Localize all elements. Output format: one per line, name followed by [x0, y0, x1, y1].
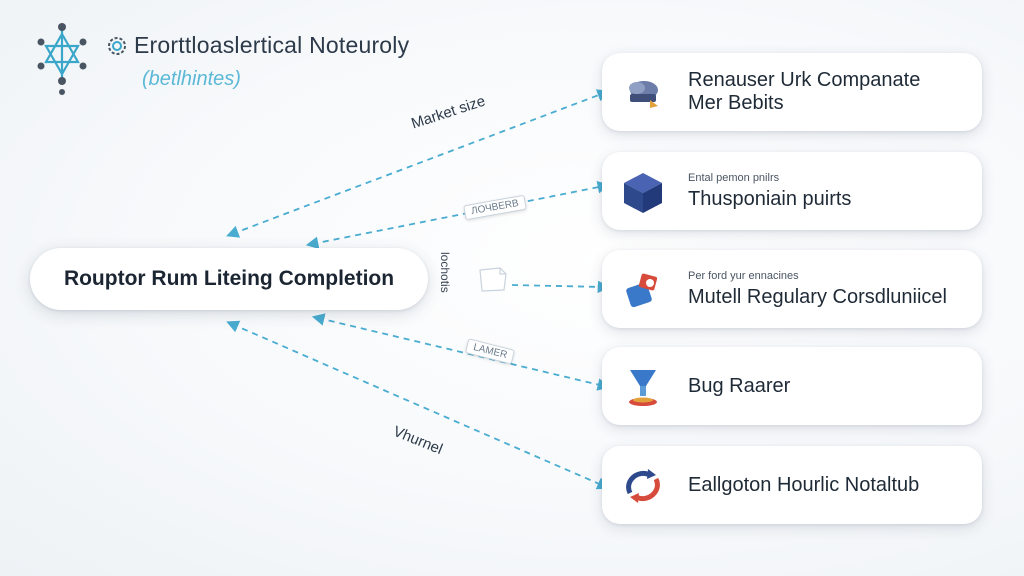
network-star-icon: [37, 23, 87, 95]
card-2[interactable]: Ental pemon pnilrs Thusponiain puirts: [602, 152, 982, 230]
card-2-text: Ental pemon pnilrs Thusponiain puirts: [688, 152, 851, 230]
card-3-caption: Per ford yur ennacines: [688, 269, 799, 282]
edge-center-card4: [311, 313, 611, 391]
page-subtitle: (betlhintes): [142, 68, 241, 90]
cube-icon: [624, 173, 662, 213]
card-3-line-1: Mutell Regulary Corsdluniicel: [688, 285, 947, 308]
edge-center-card5: [226, 320, 610, 490]
funnel-icon: [629, 370, 657, 406]
cloud-storage-icon: [629, 81, 658, 108]
card-1-text: Renauser Urk Companate Mer Bebits: [688, 53, 920, 131]
card-1[interactable]: Renauser Urk Companate Mer Bebits: [602, 53, 982, 131]
edge-center-card1: [226, 89, 610, 238]
card-3[interactable]: Per ford yur ennacines Mutell Regulary C…: [602, 250, 982, 328]
card-4-text: Bug Raarer: [688, 347, 790, 425]
card-1-line-1: Renauser Urk Companate: [688, 69, 921, 91]
title-row: Erorttloaslertical Noteuroly: [104, 32, 409, 59]
card-4-line-1: Bug Raarer: [688, 374, 791, 397]
card-2-caption: Ental pemon pnilrs: [688, 171, 780, 184]
edge-center-card2: [305, 181, 611, 249]
edge-doc-card3: [511, 280, 611, 294]
loop-arrows-icon: [626, 469, 660, 503]
card-5-text: Eallgoton Hourlic Notaltub: [688, 446, 919, 524]
card-4[interactable]: Bug Raarer: [602, 347, 982, 425]
card-5-line-1: Eallgoton Hourlic Notaltub: [688, 473, 920, 496]
vertical-label: lochotis: [438, 252, 452, 293]
center-node[interactable]: Rouptor Rum Liteing Completion: [30, 248, 428, 310]
card-1-line-2: Mer Bebits: [688, 92, 784, 114]
page-title: Erorttloaslertical Noteuroly: [134, 32, 410, 58]
shield-box-icon: [626, 273, 658, 308]
card-3-text: Per ford yur ennacines Mutell Regulary C…: [688, 250, 947, 328]
card-5[interactable]: Eallgoton Hourlic Notaltub: [602, 446, 982, 524]
center-node-label: Rouptor Rum Liteing Completion: [63, 267, 395, 290]
document-icon: [479, 267, 507, 292]
card-2-line-1: Thusponiain puirts: [688, 187, 852, 210]
gear-icon: [108, 36, 126, 55]
